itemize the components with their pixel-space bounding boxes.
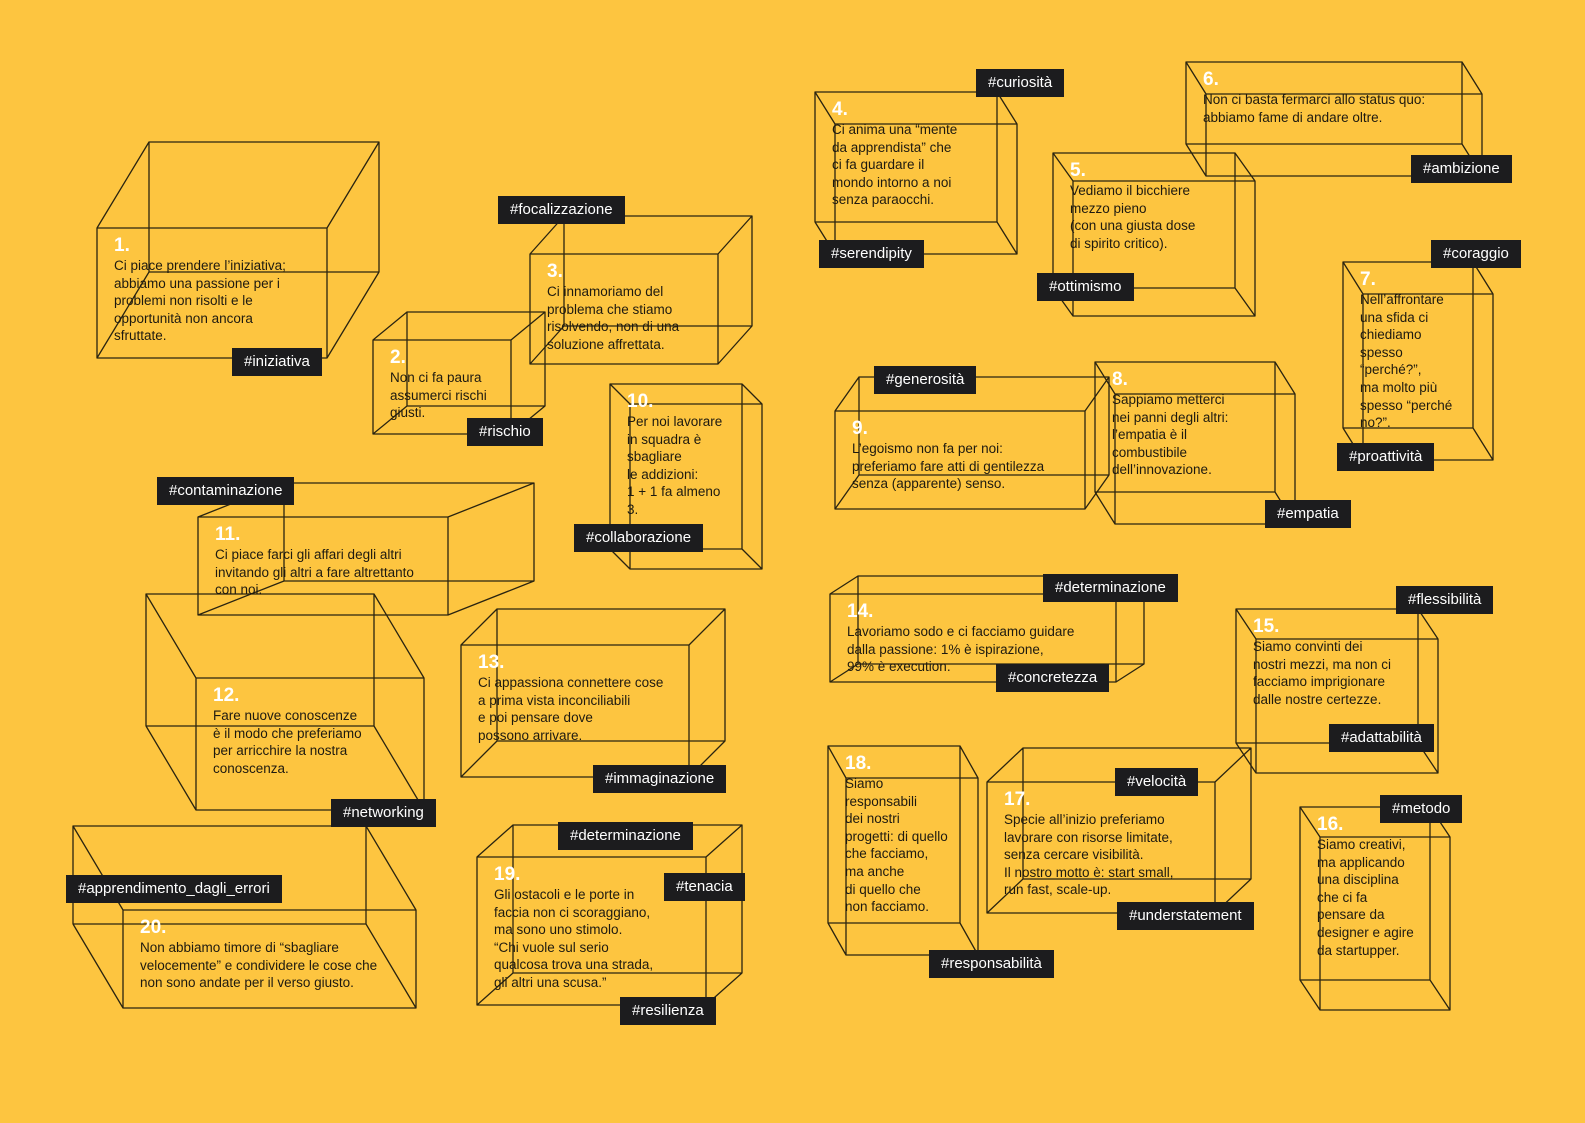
value-number: 12. <box>213 685 240 706</box>
value-card-1: 1.Ci piace prendere l’iniziativa; abbiam… <box>97 228 327 358</box>
value-text: Siamo responsabili dei nostri progetti: … <box>845 776 948 915</box>
value-text: Lavoriamo sodo e ci facciamo guidare dal… <box>847 624 1075 675</box>
tag-tenacia: #tenacia <box>664 873 745 901</box>
value-text: Sappiamo metterci nei panni degli altri:… <box>1112 392 1229 478</box>
tag-apprendimento-dagli-errori: #apprendimento_dagli_errori <box>66 875 282 903</box>
tag-contaminazione: #contaminazione <box>157 477 295 505</box>
tag-ottimismo: #ottimismo <box>1037 273 1134 301</box>
value-card-6: 6.Non ci basta fermarci allo status quo:… <box>1186 62 1462 144</box>
tag-determinazione-14: #determinazione <box>1043 574 1178 602</box>
tag-serendipity: #serendipity <box>819 240 924 268</box>
value-text: Ci appassiona connettere cose a prima vi… <box>478 675 664 743</box>
value-number: 7. <box>1360 269 1376 290</box>
value-card-10: 10.Per noi lavorare in squadra è sbaglia… <box>610 384 742 549</box>
tag-understatement: #understatement <box>1117 902 1254 930</box>
value-text: Gli ostacoli e le porte in faccia non ci… <box>494 887 654 990</box>
value-text: Nell’affrontare una sfida ci chiediamo s… <box>1360 292 1453 431</box>
value-text: Ci innamoriamo del problema che stiamo r… <box>547 284 680 352</box>
value-card-11: 11.Ci piace farci gli affari degli altri… <box>198 517 448 615</box>
tag-rischio: #rischio <box>467 418 543 446</box>
value-card-12: 12.Fare nuove conoscenze è il modo che p… <box>196 678 424 810</box>
value-number: 20. <box>140 917 167 938</box>
value-card-5: 5.Vediamo il bicchiere mezzo pieno (con … <box>1053 153 1235 288</box>
value-number: 18. <box>845 753 872 774</box>
value-text: Vediamo il bicchiere mezzo pieno (con un… <box>1070 183 1196 251</box>
value-number: 9. <box>852 418 868 439</box>
value-text: Non ci fa paura assumerci rischi giusti. <box>390 370 487 421</box>
value-number: 16. <box>1317 814 1344 835</box>
value-number: 8. <box>1112 369 1128 390</box>
box-wireframe-10 <box>609 383 763 570</box>
value-card-16: 16.Siamo creativi, ma applicando una dis… <box>1300 807 1430 980</box>
tag-determinazione-19: #determinazione <box>558 822 693 850</box>
tag-resilienza: #resilienza <box>620 997 716 1025</box>
value-text: Ci piace farci gli affari degli altri in… <box>215 547 414 598</box>
value-number: 10. <box>627 391 654 412</box>
value-text: Siamo creativi, ma applicando una discip… <box>1317 837 1414 958</box>
tag-responsabilita: #responsabilità <box>929 950 1054 978</box>
tag-collaborazione: #collaborazione <box>574 524 704 552</box>
value-card-2: 2.Non ci fa paura assumerci rischi giust… <box>373 340 511 434</box>
tag-networking: #networking <box>331 799 436 827</box>
value-card-9: 9.L’egoismo non fa per noi: preferiamo f… <box>835 411 1085 509</box>
value-card-18: 18.Siamo responsabili dei nostri progett… <box>828 746 960 923</box>
value-card-7: 7.Nell’affrontare una sfida ci chiediamo… <box>1343 262 1473 430</box>
tag-concretezza: #concretezza <box>996 664 1110 692</box>
value-number: 13. <box>478 652 505 673</box>
value-text: Fare nuove conoscenze è il modo che pref… <box>213 708 362 776</box>
value-text: L’egoismo non fa per noi: preferiamo far… <box>852 441 1045 492</box>
tag-proattivita: #proattività <box>1337 443 1435 471</box>
box-wireframe-5 <box>1052 152 1256 317</box>
value-number: 4. <box>832 99 848 120</box>
value-card-4: 4.Ci anima una “mente da apprendista” ch… <box>815 92 997 222</box>
value-text: Non ci basta fermarci allo status quo: a… <box>1203 92 1426 125</box>
value-number: 17. <box>1004 789 1031 810</box>
tag-metodo: #metodo <box>1380 795 1463 823</box>
value-card-8: 8.Sappiamo metterci nei panni degli altr… <box>1095 362 1275 492</box>
value-number: 1. <box>114 235 130 256</box>
tag-empatia: #empatia <box>1265 500 1351 528</box>
value-text: Per noi lavorare in squadra è sbagliare … <box>627 414 723 517</box>
value-number: 19. <box>494 864 521 885</box>
tag-coraggio: #coraggio <box>1431 240 1521 268</box>
value-text: Siamo convinti dei nostri mezzi, ma non … <box>1253 639 1392 707</box>
tag-focalizzazione: #focalizzazione <box>498 196 625 224</box>
box-wireframe-3 <box>529 215 753 365</box>
value-card-17: 17.Specie all’inizio preferiamo lavorare… <box>987 782 1215 913</box>
tag-velocita: #velocità <box>1115 768 1199 796</box>
value-number: 2. <box>390 347 406 368</box>
box-wireframe-20 <box>72 825 417 1009</box>
value-card-15: 15.Siamo convinti dei nostri mezzi, ma n… <box>1236 609 1418 743</box>
value-text: Specie all’inizio preferiamo lavorare co… <box>1004 812 1174 898</box>
box-wireframe-4 <box>814 91 1018 255</box>
value-number: 11. <box>215 524 241 545</box>
value-card-19: 19.Gli ostacoli e le porte in faccia non… <box>477 857 706 1005</box>
tag-immaginazione: #immaginazione <box>593 765 727 793</box>
tag-iniziativa: #iniziativa <box>232 348 322 376</box>
value-card-13: 13.Ci appassiona connettere cose a prima… <box>461 645 689 777</box>
value-card-3: 3.Ci innamoriamo del problema che stiamo… <box>530 254 718 364</box>
box-wireframe-9 <box>834 376 1110 510</box>
value-card-20: 20.Non abbiamo timore di “sbagliare velo… <box>123 910 416 1008</box>
value-card-14: 14.Lavoriamo sodo e ci facciamo guidare … <box>830 594 1116 682</box>
box-wireframe-1 <box>96 141 380 359</box>
value-text: Ci anima una “mente da apprendista” che … <box>832 122 958 208</box>
value-number: 14. <box>847 601 874 622</box>
box-wireframe-7 <box>1342 261 1494 461</box>
tag-curiosita: #curiosità <box>976 69 1065 97</box>
tag-flessibilita: #flessibilità <box>1396 586 1494 614</box>
value-number: 15. <box>1253 616 1280 637</box>
value-number: 5. <box>1070 160 1086 181</box>
value-number: 3. <box>547 261 563 282</box>
tag-generosita: #generosità <box>874 366 977 394</box>
value-text: Non abbiamo timore di “sbagliare velocem… <box>140 940 378 991</box>
tag-adattabilita: #adattabilità <box>1329 724 1434 752</box>
tag-ambizione: #ambizione <box>1411 155 1512 183</box>
value-number: 6. <box>1203 69 1219 90</box>
value-text: Ci piace prendere l’iniziativa; abbiamo … <box>114 258 286 344</box>
